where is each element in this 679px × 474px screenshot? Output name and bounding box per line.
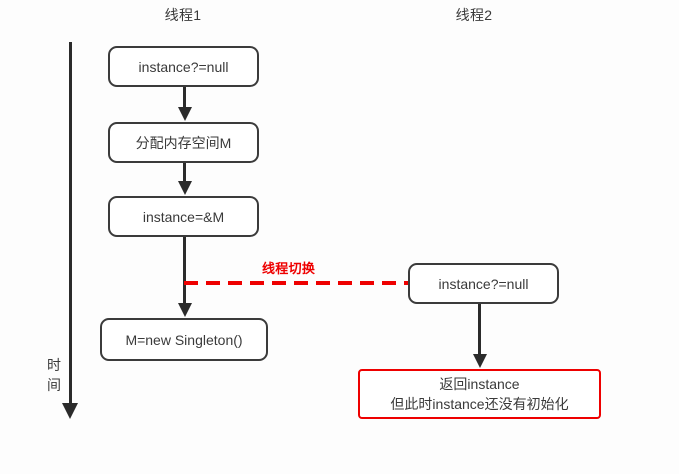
thread1-step-assign-pointer[interactable]: instance=&M <box>108 196 259 237</box>
thread1-step-construct-object[interactable]: M=new Singleton() <box>100 318 268 361</box>
thread1-step-check-instance[interactable]: instance?=null <box>108 46 259 87</box>
return-label-line-1: 返回instance <box>439 376 520 392</box>
column-header-thread2: 线程2 <box>455 7 493 23</box>
thread1-step-allocate-memory[interactable]: 分配内存空间M <box>108 122 259 163</box>
arrow-shaft <box>183 237 186 304</box>
thread2-step-return-uninitialized[interactable]: 返回instance 但此时instance还没有初始化 <box>358 369 601 419</box>
return-label-line-2: 但此时instance还没有初始化 <box>390 396 569 412</box>
arrow-shaft <box>183 163 186 182</box>
arrow-head-icon <box>178 303 192 317</box>
timeline-arrowhead-icon <box>62 403 78 419</box>
arrow-shaft <box>183 87 186 108</box>
timeline-label-char-2: 间 <box>47 377 61 393</box>
arrow-head-icon <box>178 181 192 195</box>
arrow-head-icon <box>178 107 192 121</box>
thread-switch-label: 线程切换 <box>262 261 316 276</box>
timeline-label-char-1: 时 <box>47 357 61 373</box>
column-header-thread1: 线程1 <box>164 7 202 23</box>
timeline-axis-line <box>69 42 72 415</box>
timeline-axis-label: 时 间 <box>43 355 65 395</box>
arrow-shaft <box>478 304 481 355</box>
arrow-head-icon <box>473 354 487 368</box>
thread-switch-dashed-line <box>184 281 408 285</box>
thread2-step-check-instance[interactable]: instance?=null <box>408 263 559 304</box>
